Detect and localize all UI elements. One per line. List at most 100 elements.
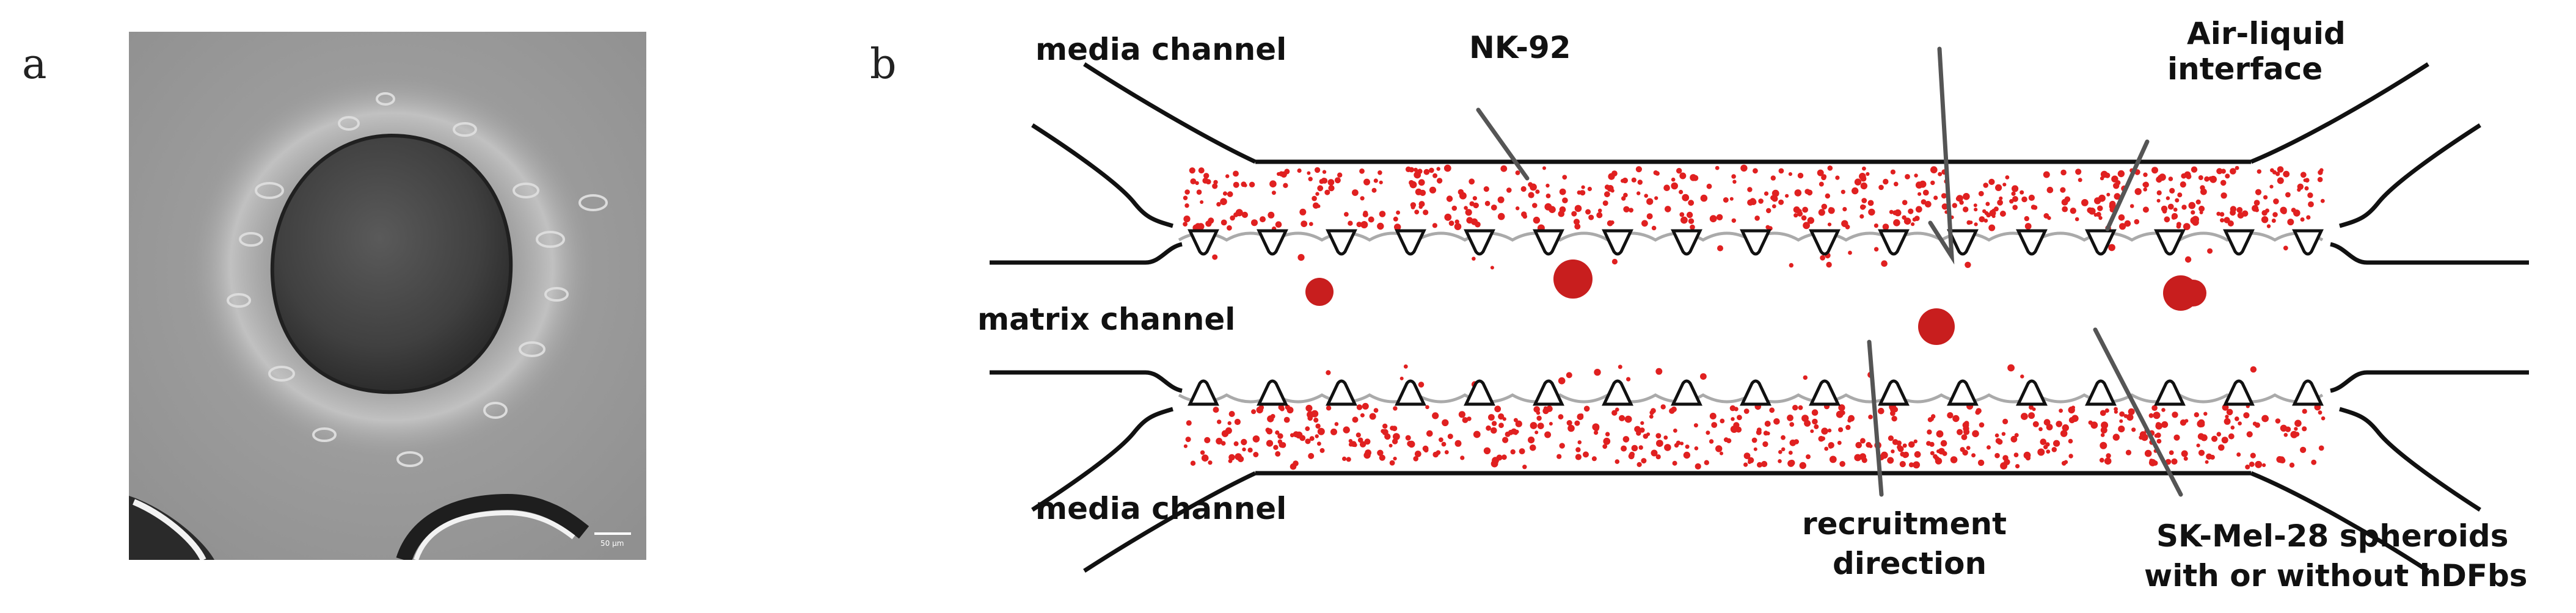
- nk-cell: [1497, 212, 1505, 220]
- nk-cell: [1756, 427, 1762, 433]
- nk-cell: [1887, 457, 1894, 464]
- nk-cell: [1356, 432, 1361, 438]
- nk-cell: [1275, 221, 1282, 228]
- nk-cell: [1929, 441, 1935, 447]
- nk-cell: [2131, 427, 2136, 432]
- nk-cell: [1814, 424, 1819, 429]
- nk-cell: [2064, 196, 2071, 203]
- nk-cell: [1899, 461, 1906, 468]
- nk-cell: [1999, 196, 2003, 200]
- nk-cell: [1848, 415, 1855, 422]
- nk-cell: [1305, 406, 1310, 411]
- nk-cell: [1432, 173, 1438, 178]
- nk-cell: [1672, 460, 1677, 466]
- nk-cell: [2186, 173, 2192, 180]
- nk-cell: [1838, 404, 1845, 412]
- nk-cell: [1371, 187, 1377, 193]
- nk-cell: [1515, 170, 1520, 175]
- nk-cell: [1389, 460, 1395, 466]
- nk-cell: [1737, 415, 1742, 421]
- nk-cell: [1484, 200, 1491, 206]
- nk-cell: [1694, 446, 1699, 451]
- nk-cell: [2173, 208, 2178, 212]
- spheroid-body: [270, 133, 513, 394]
- nk-cell: [1890, 407, 1896, 413]
- nk-cell: [1778, 450, 1782, 454]
- nk-cell: [1671, 182, 1678, 190]
- nk-cell: [2148, 413, 2154, 418]
- nk-cell: [1660, 404, 1666, 410]
- nk-cell: [2318, 410, 2322, 415]
- nk-cell: [2148, 459, 2156, 466]
- nk-cell: [2236, 207, 2243, 213]
- nk-cell: [1930, 180, 1935, 186]
- post-top-11: [1878, 229, 1910, 256]
- nk-cell: [2198, 175, 2203, 180]
- nk-cell: [1636, 430, 1641, 436]
- nk-cell: [2294, 432, 2300, 437]
- nk-cell: [2002, 183, 2007, 187]
- nk-cell: [1820, 436, 1825, 441]
- nk-cell: [2277, 166, 2284, 173]
- nk-cell: [1556, 454, 1562, 459]
- nk-cell: [1498, 413, 1505, 420]
- nk-cell: [2158, 175, 2162, 180]
- post-top-1: [1188, 229, 1219, 256]
- nk-cell: [1334, 422, 1339, 426]
- nk-cell: [1594, 369, 1601, 376]
- nk-cell: [1228, 459, 1233, 463]
- nk-cell: [1643, 433, 1649, 439]
- nk-cell: [1293, 431, 1299, 438]
- nk-cell: [1247, 448, 1253, 453]
- nk-cell: [1530, 183, 1537, 191]
- nk-cell: [1458, 189, 1464, 195]
- nk-cell: [2300, 217, 2305, 222]
- nk-cell: [1629, 451, 1635, 457]
- nk-cell: [2211, 435, 2218, 442]
- nk-cell: [1854, 178, 1862, 186]
- nk-cell: [1933, 454, 1938, 459]
- nk-cell: [2293, 209, 2301, 217]
- nk-cell: [1938, 172, 1943, 176]
- nk-cell: [1690, 224, 1695, 230]
- nk-cell: [1305, 438, 1311, 444]
- nk-cell: [2275, 172, 2280, 176]
- nk-cell: [1544, 203, 1552, 211]
- post-top-13: [2016, 229, 2048, 256]
- nk-cell: [1458, 411, 1465, 418]
- nk-cell: [1577, 190, 1582, 195]
- nk-cell: [1838, 427, 1844, 432]
- nk-cell: [2171, 458, 2178, 465]
- nk-cell: [1788, 451, 1793, 455]
- nk-cell: [1363, 178, 1370, 186]
- pointer-nk92: [1476, 107, 1530, 181]
- nk-cell: [1309, 436, 1315, 441]
- nk-cell: [1988, 178, 1995, 185]
- nk-cell: [1379, 211, 1386, 217]
- nk-cell: [1343, 426, 1350, 433]
- nk-cell: [2171, 215, 2176, 220]
- nk-cell: [1663, 184, 1670, 192]
- nk-cell: [1874, 223, 1878, 228]
- nk-cell: [1913, 439, 1917, 444]
- nk-cell: [1651, 449, 1658, 457]
- nk-cell: [2236, 452, 2241, 457]
- nk-cell: [1636, 191, 1641, 195]
- nk-cell: [1494, 405, 1501, 413]
- nk-cell: [1778, 199, 1784, 205]
- nk-cell: [1827, 428, 1832, 433]
- nk-cell: [1233, 181, 1239, 188]
- nk-cell: [1770, 175, 1776, 181]
- nk-cell: [2106, 453, 2111, 459]
- nk-cell: [1686, 211, 1693, 219]
- nk-cell: [1196, 189, 1202, 195]
- nk-cell: [1709, 215, 1717, 223]
- matrix-bottom-left: [990, 370, 1183, 393]
- migrating-cells: [227, 92, 608, 467]
- nk-cell: [1891, 416, 1897, 422]
- nk-cell: [1936, 430, 1944, 438]
- nk-cell: [1443, 164, 1451, 172]
- nk-cell: [1993, 206, 1999, 212]
- nk-cell: [2023, 451, 2031, 459]
- nk-cell: [1732, 180, 1737, 184]
